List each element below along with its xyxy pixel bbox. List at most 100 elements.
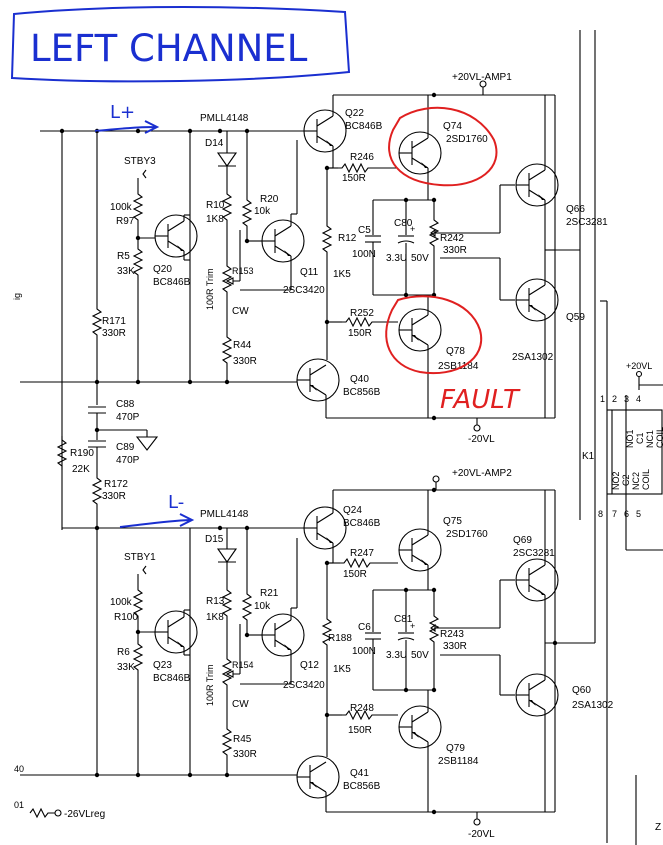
svg-text:Q20: Q20 — [153, 264, 172, 275]
svg-text:Q22: Q22 — [345, 108, 364, 119]
svg-text:1: 1 — [600, 394, 605, 404]
q75-transistor — [398, 528, 442, 572]
svg-text:C1: C1 — [635, 432, 645, 444]
svg-text:R12: R12 — [338, 233, 357, 244]
shared-network: R171 330R C88 470P C89 470P R172 330R R1… — [12, 293, 159, 528]
svg-text:BC846B: BC846B — [153, 277, 191, 288]
svg-text:1K5: 1K5 — [333, 269, 351, 280]
svg-text:R13: R13 — [206, 596, 225, 607]
svg-text:PMLL4148: PMLL4148 — [200, 509, 249, 520]
svg-text:40: 40 — [14, 764, 24, 774]
svg-text:33K: 33K — [117, 266, 135, 277]
q78-transistor — [398, 308, 442, 352]
svg-text:Q23: Q23 — [153, 660, 172, 671]
svg-text:R188: R188 — [328, 633, 352, 644]
svg-text:01: 01 — [14, 800, 24, 810]
svg-text:150R: 150R — [348, 328, 372, 339]
svg-text:Q24: Q24 — [343, 505, 362, 516]
svg-text:330R: 330R — [102, 491, 126, 502]
svg-text:+20VL-AMP2: +20VL-AMP2 — [452, 468, 512, 479]
l-plus-annotation: L+ — [94, 102, 160, 134]
svg-text:CW: CW — [232, 306, 249, 317]
q12-transistor — [261, 613, 305, 657]
svg-text:R242: R242 — [440, 233, 464, 244]
svg-text:2SC3281: 2SC3281 — [566, 217, 608, 228]
svg-text:NO2: NO2 — [611, 471, 621, 490]
svg-text:33K: 33K — [117, 662, 135, 673]
q23-transistor — [154, 610, 198, 654]
svg-text:10k: 10k — [254, 601, 271, 612]
svg-text:PMLL4148: PMLL4148 — [200, 113, 249, 124]
svg-text:3.3U: 3.3U — [386, 650, 407, 661]
svg-text:R246: R246 — [350, 152, 374, 163]
svg-text:10k: 10k — [254, 206, 271, 217]
svg-text:3.3U: 3.3U — [386, 253, 407, 264]
svg-text:4: 4 — [636, 394, 641, 404]
svg-text:2SC3420: 2SC3420 — [283, 680, 325, 691]
svg-text:-20VL: -20VL — [468, 434, 495, 445]
svg-text:50V: 50V — [411, 253, 429, 264]
svg-text:R154: R154 — [232, 660, 254, 670]
title-text: LEFT CHANNEL — [30, 27, 308, 70]
svg-text:COIL: COIL — [655, 427, 663, 448]
svg-text:1K5: 1K5 — [333, 664, 351, 675]
svg-text:STBY1: STBY1 — [124, 552, 156, 563]
svg-text:3: 3 — [624, 394, 629, 404]
svg-text:R243: R243 — [440, 629, 464, 640]
svg-text:NC2: NC2 — [631, 472, 641, 490]
svg-text:+20VL: +20VL — [626, 361, 652, 371]
svg-text:470P: 470P — [116, 455, 140, 466]
svg-text:Q12: Q12 — [300, 660, 319, 671]
svg-text:C81: C81 — [394, 614, 413, 625]
svg-text:2SD1760: 2SD1760 — [446, 529, 488, 540]
svg-text:150R: 150R — [342, 173, 366, 184]
svg-text:CW: CW — [232, 699, 249, 710]
l-minus-annotation: L- — [119, 492, 195, 528]
svg-text:1K8: 1K8 — [206, 214, 224, 225]
svg-text:BC846B: BC846B — [153, 673, 191, 684]
svg-text:2SC3420: 2SC3420 — [283, 285, 325, 296]
svg-text:NO1: NO1 — [625, 429, 635, 448]
svg-text:R172: R172 — [104, 479, 128, 490]
svg-text:330R: 330R — [102, 328, 126, 339]
svg-text:150R: 150R — [348, 725, 372, 736]
svg-text:Q11: Q11 — [300, 267, 319, 278]
svg-text:470P: 470P — [116, 412, 140, 423]
svg-text:7: 7 — [612, 509, 617, 519]
q22-transistor — [303, 109, 347, 153]
svg-text:-20VL: -20VL — [468, 829, 495, 840]
svg-text:L+: L+ — [110, 102, 135, 123]
svg-text:R6: R6 — [117, 647, 130, 658]
svg-text:BC856B: BC856B — [343, 781, 381, 792]
svg-text:R248: R248 — [350, 703, 374, 714]
fault-circle-q78 — [385, 295, 483, 375]
svg-text:100R Trim: 100R Trim — [205, 268, 215, 310]
svg-text:100N: 100N — [352, 249, 376, 260]
svg-text:Q78: Q78 — [446, 346, 465, 357]
svg-text:BC846B: BC846B — [343, 518, 381, 529]
q40-transistor — [296, 358, 340, 402]
svg-text:Q60: Q60 — [572, 685, 591, 696]
svg-text:R247: R247 — [350, 548, 374, 559]
q60-transistor — [515, 673, 559, 717]
svg-text:Q40: Q40 — [350, 374, 369, 385]
svg-text:150R: 150R — [343, 569, 367, 580]
svg-text:330R: 330R — [443, 245, 467, 256]
svg-text:Q74: Q74 — [443, 121, 462, 132]
svg-text:2SB1184: 2SB1184 — [438, 756, 479, 767]
svg-text:5: 5 — [636, 509, 641, 519]
svg-text:C5: C5 — [358, 225, 371, 236]
svg-text:Q59: Q59 — [566, 312, 585, 323]
q24-transistor — [303, 506, 347, 550]
svg-text:C89: C89 — [116, 442, 135, 453]
svg-text:C80: C80 — [394, 218, 413, 229]
svg-text:2SB1184: 2SB1184 — [438, 361, 479, 372]
svg-text:R10: R10 — [206, 200, 225, 211]
svg-text:L-: L- — [168, 492, 184, 513]
svg-text:Q41: Q41 — [350, 768, 369, 779]
svg-text:50V: 50V — [411, 650, 429, 661]
title-annotation: LEFT CHANNEL — [10, 6, 351, 83]
svg-text:R21: R21 — [260, 588, 279, 599]
svg-text:Z: Z — [655, 822, 661, 833]
